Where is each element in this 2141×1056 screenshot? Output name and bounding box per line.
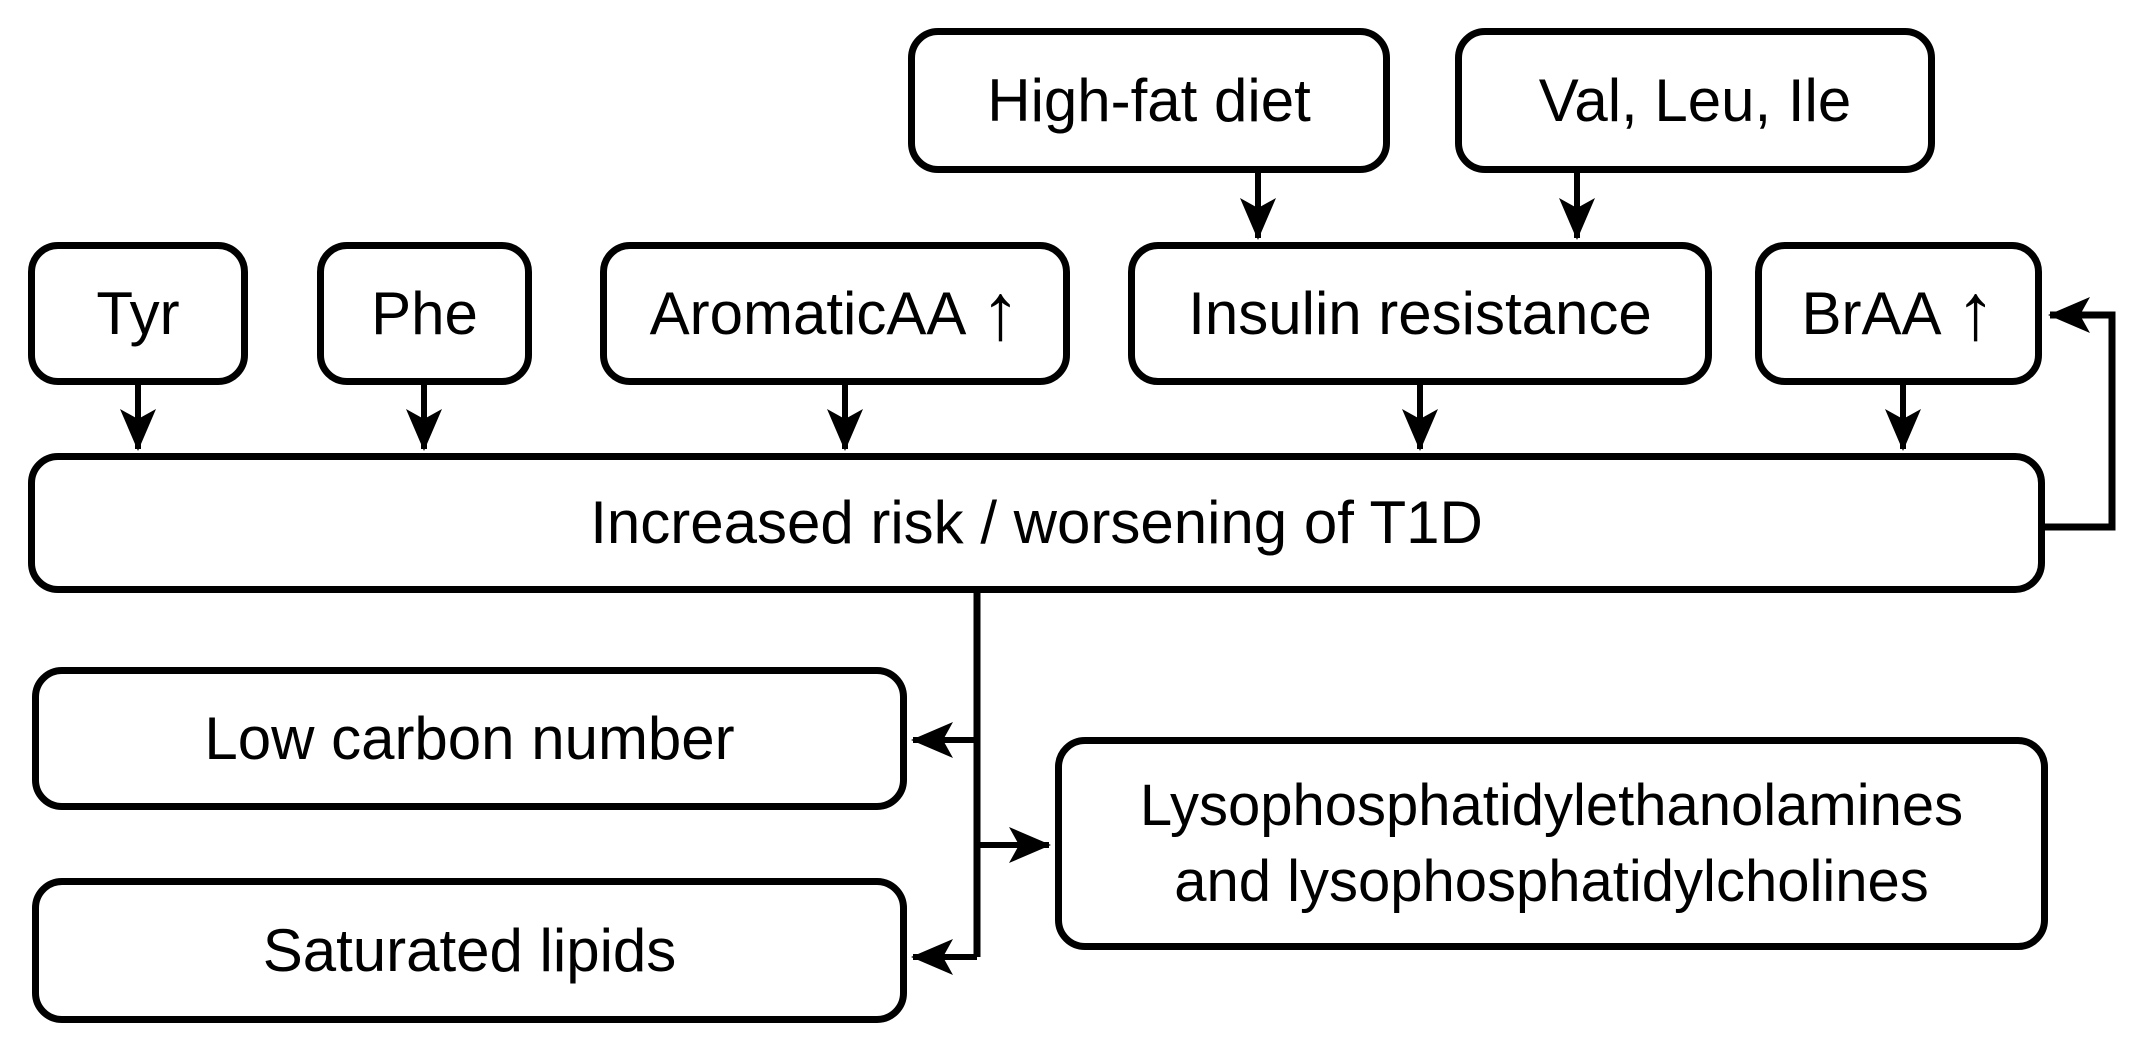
node-aromatic-aa: AromaticAA ↑ — [600, 242, 1070, 385]
node-aromatic-aa-label: AromaticAA — [649, 279, 967, 347]
node-increased-risk-t1d-label: Increased risk / worsening of T1D — [590, 489, 1483, 556]
node-tyr-label: Tyr — [96, 279, 180, 347]
edge-t1d-to-braa-feedback — [2043, 297, 2116, 531]
node-braa-label: BrAA — [1801, 279, 1942, 347]
node-saturated-lipids-label: Saturated lipids — [262, 916, 677, 984]
node-lysophospholipids-label: Lysophosphatidylethanolamines and lysoph… — [1140, 768, 1963, 919]
node-lysophospholipids-line1: Lysophosphatidylethanolamines — [1139, 773, 1964, 839]
node-high-fat-diet-label: High-fat diet — [987, 66, 1311, 134]
node-braa: BrAA ↑ — [1755, 242, 2042, 385]
node-insulin-resistance-label: Insulin resistance — [1188, 279, 1652, 347]
node-lysophospholipids: Lysophosphatidylethanolamines and lysoph… — [1055, 737, 2048, 950]
node-saturated-lipids: Saturated lipids — [32, 878, 907, 1023]
node-phe-label: Phe — [371, 279, 478, 347]
node-val-leu-ile-label: Val, Leu, Ile — [1538, 66, 1852, 134]
node-phe: Phe — [317, 242, 532, 385]
node-low-carbon-number-label: Low carbon number — [204, 704, 735, 772]
node-lysophospholipids-line2: and lysophosphatidylcholines — [1174, 848, 1929, 914]
node-insulin-resistance: Insulin resistance — [1128, 242, 1712, 385]
node-increased-risk-t1d: Increased risk / worsening of T1D — [28, 453, 2045, 593]
node-low-carbon-number: Low carbon number — [32, 667, 907, 810]
node-tyr: Tyr — [28, 242, 248, 385]
node-val-leu-ile: Val, Leu, Ile — [1455, 28, 1935, 173]
node-high-fat-diet: High-fat diet — [908, 28, 1390, 173]
